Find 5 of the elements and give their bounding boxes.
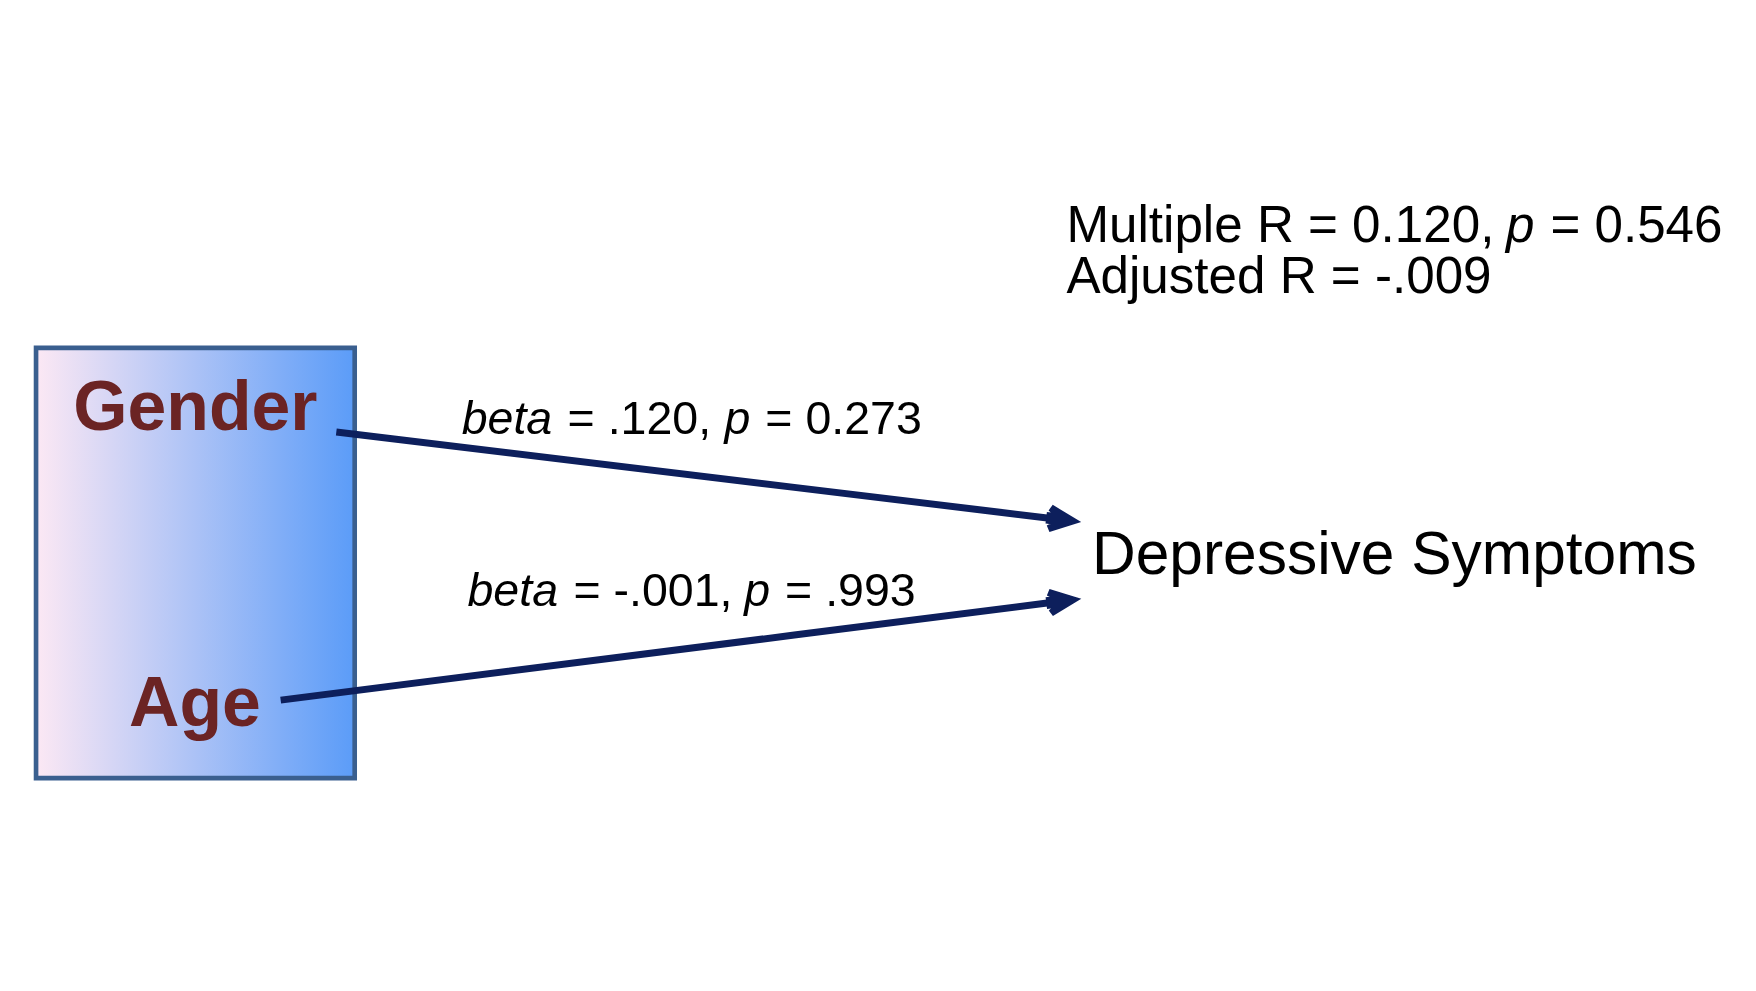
- node-text: Depressive Symptoms: [1091, 519, 1697, 588]
- node-text: Age: [129, 662, 261, 741]
- edge-label: beta = .120, p = 0.273: [461, 391, 922, 444]
- cluster: [33, 345, 357, 781]
- node-text: Gender: [73, 367, 318, 446]
